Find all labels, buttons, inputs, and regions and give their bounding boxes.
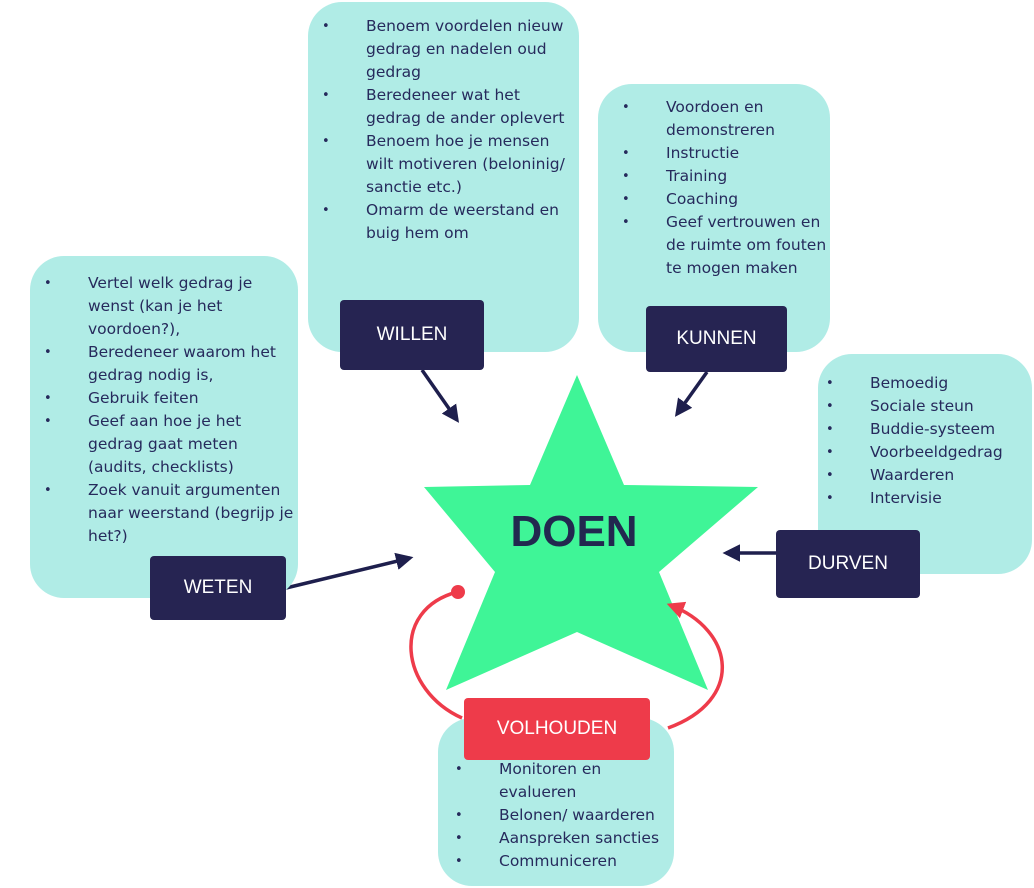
volhouden-list: Monitoren en evalueren Belonen/ waardere… bbox=[438, 758, 674, 873]
weten-list: Vertel welk gedrag je wenst (kan je het … bbox=[30, 272, 298, 548]
durven-list: Bemoedig Sociale steun Buddie-systeem Vo… bbox=[818, 372, 1032, 510]
list-item: Sociale steun bbox=[818, 395, 1032, 418]
list-item: Communiceren bbox=[438, 850, 674, 873]
arrow-weten bbox=[285, 552, 414, 590]
kunnen-card: Voordoen en demonstreren Instructie Trai… bbox=[598, 84, 830, 352]
willen-label: WILLEN bbox=[340, 300, 484, 370]
list-item: Beredeneer wat het gedrag de ander oplev… bbox=[308, 84, 579, 130]
list-item: Intervisie bbox=[818, 487, 1032, 510]
kunnen-list: Voordoen en demonstreren Instructie Trai… bbox=[598, 96, 830, 280]
arrow-willen bbox=[420, 368, 460, 423]
volhouden-label: VOLHOUDEN bbox=[464, 698, 650, 760]
list-item: Benoem voordelen nieuw gedrag en nadelen… bbox=[308, 15, 579, 84]
weten-label: WETEN bbox=[150, 556, 286, 620]
list-item: Aanspreken sancties bbox=[438, 827, 674, 850]
kunnen-label: KUNNEN bbox=[646, 306, 787, 372]
list-item: Vertel welk gedrag je wenst (kan je het … bbox=[30, 272, 298, 341]
list-item: Zoek vanuit argumenten naar weerstand (b… bbox=[30, 479, 298, 548]
list-item: Voorbeeldgedrag bbox=[818, 441, 1032, 464]
willen-list: Benoem voordelen nieuw gedrag en nadelen… bbox=[308, 15, 579, 245]
list-item: Belonen/ waarderen bbox=[438, 804, 674, 827]
list-item: Benoem hoe je mensen wilt motiveren (bel… bbox=[308, 130, 579, 199]
list-item: Training bbox=[598, 165, 830, 188]
cycle-arrow-dot bbox=[451, 585, 465, 599]
list-item: Beredeneer waarom het gedrag nodig is, bbox=[30, 341, 298, 387]
list-item: Voordoen en demonstreren bbox=[598, 96, 830, 142]
list-item: Instructie bbox=[598, 142, 830, 165]
list-item: Buddie-systeem bbox=[818, 418, 1032, 441]
weten-card: Vertel welk gedrag je wenst (kan je het … bbox=[30, 256, 298, 598]
willen-card: Benoem voordelen nieuw gedrag en nadelen… bbox=[308, 2, 579, 352]
list-item: Coaching bbox=[598, 188, 830, 211]
list-item: Bemoedig bbox=[818, 372, 1032, 395]
list-item: Omarm de weerstand en buig hem om bbox=[308, 199, 579, 245]
list-item: Geef vertrouwen en de ruimte om fouten t… bbox=[598, 211, 830, 280]
list-item: Waarderen bbox=[818, 464, 1032, 487]
cycle-arrow-right bbox=[666, 601, 724, 730]
durven-label: DURVEN bbox=[776, 530, 920, 598]
center-label: DOEN bbox=[510, 507, 638, 556]
arrow-kunnen bbox=[674, 370, 709, 417]
list-item: Geef aan hoe je het gedrag gaat meten (a… bbox=[30, 410, 298, 479]
list-item: Gebruik feiten bbox=[30, 387, 298, 410]
cycle-arrow-left bbox=[409, 590, 463, 720]
list-item: Monitoren en evalueren bbox=[438, 758, 674, 804]
